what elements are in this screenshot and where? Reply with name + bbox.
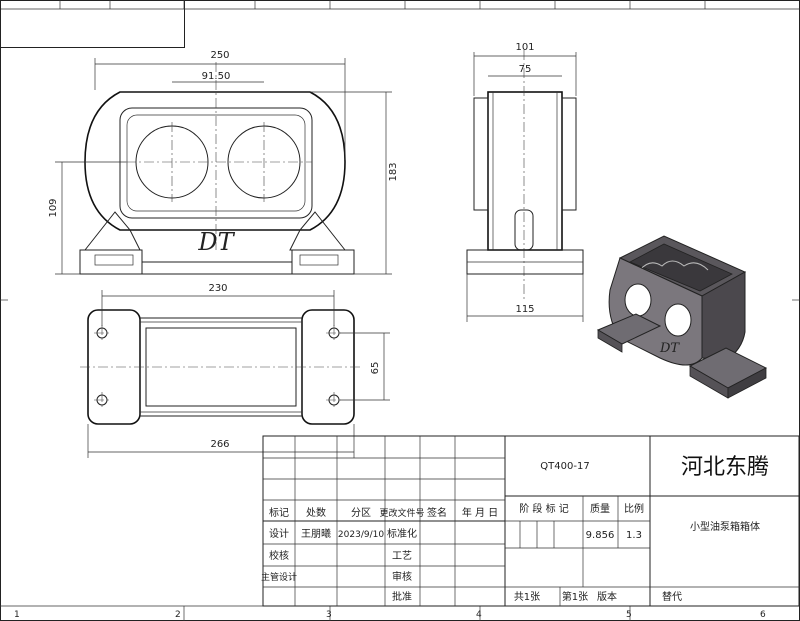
front-view: DT 250 91.50 183 109 (48, 50, 399, 275)
zone-mark-3: 3 (326, 610, 332, 620)
drawing-number: QT400-17 (540, 461, 589, 472)
mass-label: 质量 (590, 503, 610, 515)
dim-front-width: 250 (210, 50, 229, 61)
rev-header-sign: 签名 (427, 506, 447, 519)
zone-mark-1: 1 (14, 610, 20, 620)
review-label: 审核 (392, 570, 412, 583)
dim-axis-height: 109 (48, 198, 59, 217)
dim-top-length: 266 (210, 439, 229, 450)
designer-name: 王朋曦 (301, 527, 331, 540)
dim-hole-pitch: 65 (370, 362, 381, 375)
zone-mark-4: 4 (476, 610, 482, 620)
dim-hole-spacing: 230 (208, 283, 227, 294)
zone-mark-6: 6 (760, 610, 766, 620)
iso-logo: DT (659, 341, 680, 356)
design-label: 设计 (269, 527, 289, 540)
rev-header-count: 处数 (306, 506, 326, 519)
isometric-view: DT (596, 235, 768, 399)
supervisor-label: 主管设计 (261, 571, 297, 583)
sheet-number: 第1张 (562, 590, 588, 603)
version-label: 版本 (597, 590, 617, 603)
rev-header-file: 更改文件号 (379, 507, 424, 519)
replace-label: 替代 (662, 590, 682, 603)
dim-side-top: 101 (515, 42, 534, 53)
stage-label: 阶 段 标 记 (519, 502, 569, 515)
rev-header-mark: 标记 (269, 507, 289, 519)
mass-value: 9.856 (586, 530, 615, 541)
scale-value: 1.3 (626, 530, 642, 541)
company-name: 河北东腾 (681, 455, 769, 480)
part-name: 小型油泵箱箱体 (690, 520, 760, 533)
design-date: 2023/9/10 (338, 530, 384, 540)
process-label: 工艺 (392, 550, 412, 562)
scale-label: 比例 (624, 502, 644, 515)
side-view: 101 75 115 (466, 42, 584, 322)
top-view: 230 266 65 (80, 283, 390, 458)
check-label: 校核 (269, 549, 289, 562)
rev-header-date: 年 月 日 (462, 506, 498, 519)
zone-mark-5: 5 (626, 610, 632, 620)
approve-label: 批准 (392, 590, 412, 603)
dim-front-height: 183 (388, 162, 399, 181)
standardization-label: 标准化 (387, 527, 417, 540)
dim-side-inner: 75 (519, 64, 532, 75)
rev-header-zone: 分区 (351, 507, 371, 519)
dim-side-base: 115 (515, 304, 534, 315)
title-block: QT400-17 河北东腾 小型油泵箱箱体 标记 处数 分区 更改文件号 签名 … (261, 435, 800, 607)
front-logo: DT (197, 228, 235, 256)
dim-bore-spacing: 91.50 (202, 71, 231, 82)
sheets-total: 共1张 (514, 591, 540, 603)
zone-marks: 1 2 3 4 5 6 (14, 0, 766, 621)
zone-mark-2: 2 (175, 610, 181, 620)
